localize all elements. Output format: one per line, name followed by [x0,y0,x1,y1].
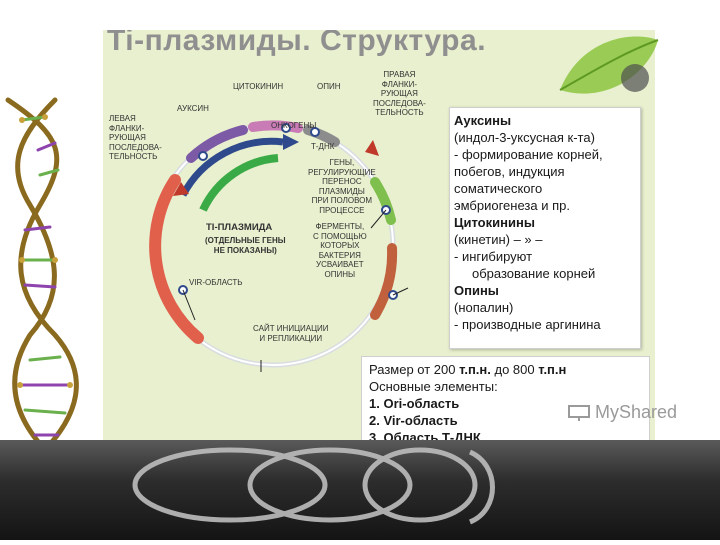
oncogene-arc [199,154,279,212]
label-opin: ОПИН [317,82,341,91]
label-ori: САЙТ ИНИЦИАЦИИ И РЕПЛИКАЦИИ [253,324,329,343]
label-auxin: АУКСИН [177,104,209,113]
label-right-flank: ПРАВАЯ ФЛАНКИ- РУЮЩАЯ ПОСЛЕДОВА- ТЕЛЬНОС… [373,70,426,117]
presentation-icon [568,405,590,422]
label-t-dna: Т-ДНК [311,142,335,151]
info-heading: Опины [454,283,499,298]
leaf-decoration [559,36,659,94]
info-line: (индол-3-уксусная к-та) [454,130,595,145]
swirl-decoration [132,447,495,525]
info-line: - формирование корней, [454,147,603,162]
info-line: побегов, индукция [454,164,565,179]
slide-title: Ti-плазмиды. Структура. [107,30,487,57]
tdna-arrow [179,137,284,197]
info-heading: Ауксины [454,113,512,128]
elements-heading: Основные элементы: [369,379,498,394]
info-lines: Ауксины (индол-3-уксусная к-та) - формиров… [454,112,603,333]
opin-segment [303,125,340,147]
label-center-title: Ti-ПЛАЗМИДА [206,222,273,233]
info-line: - производные аргинина [454,317,601,332]
info-line: - ингибируют [454,249,533,264]
genes-transfer-segment [370,177,396,225]
right-flank-arrow [365,140,379,156]
label-oncogenes: ОНКОГЕНЫ [271,121,317,130]
element-item: 3. Область Т-ДНК [369,430,481,440]
size-line: Размер от 200 т.п.н. до 800 т.п.н [369,362,567,377]
label-enzymes: ФЕРМЕНТЫ, С ПОМОЩЬЮ КОТОРЫХ БАКТЕРИЯ УСВ… [313,222,367,279]
info-line: (кинетин) – » – [454,232,543,247]
cytokinin-segment [248,120,303,133]
info-heading: Цитокинины [454,215,535,230]
info-line: эмбриогенеза и пр. [454,198,570,213]
info-line: образование корней [472,266,596,281]
auxin-segment [186,125,248,163]
size-box: Размер от 200 т.п.н. до 800 т.п.н Основн… [361,356,650,440]
label-center-sub: (ОТДЕЛЬНЫЕ ГЕНЫ НЕ ПОКАЗАНЫ) [205,236,286,255]
label-genes-transfer: ГЕНЫ, РЕГУЛИРУЮЩИЕ ПЕРЕНОС ПЛАЗМИДЫ ПРИ … [308,158,376,215]
watermark: MyShared [568,402,677,423]
label-cytokinin: ЦИТОКИНИН [233,82,284,91]
element-item: 1. Ori-область [369,396,460,411]
enzymes-segment [370,243,398,320]
plasmid-ring [149,120,409,372]
plasmid-picture: Ti-плазмиды. Структура. [103,30,655,440]
watermark-text: MyShared [595,402,678,422]
bottom-decoration [0,440,720,540]
label-vir: VIR-ОБЛАСТЬ [189,278,243,287]
info-line: соматического [454,181,543,196]
left-flank-arrow [173,182,189,196]
vir-segment [149,174,204,344]
info-line: (нопалин) [454,300,514,315]
plasmid-diagram: ЦИТОКИНИН ОПИН ПРАВАЯ ФЛАНКИ- РУЮЩАЯ ПОС… [103,70,448,400]
label-left-flank: ЛЕВАЯ ФЛАНКИ- РУЮЩАЯ ПОСЛЕДОВА- ТЕЛЬНОСТ… [109,114,162,161]
element-item: 2. Vir-область [369,413,458,428]
info-box: Ауксины (индол-3-уксусная к-та) - формиров… [449,107,641,349]
